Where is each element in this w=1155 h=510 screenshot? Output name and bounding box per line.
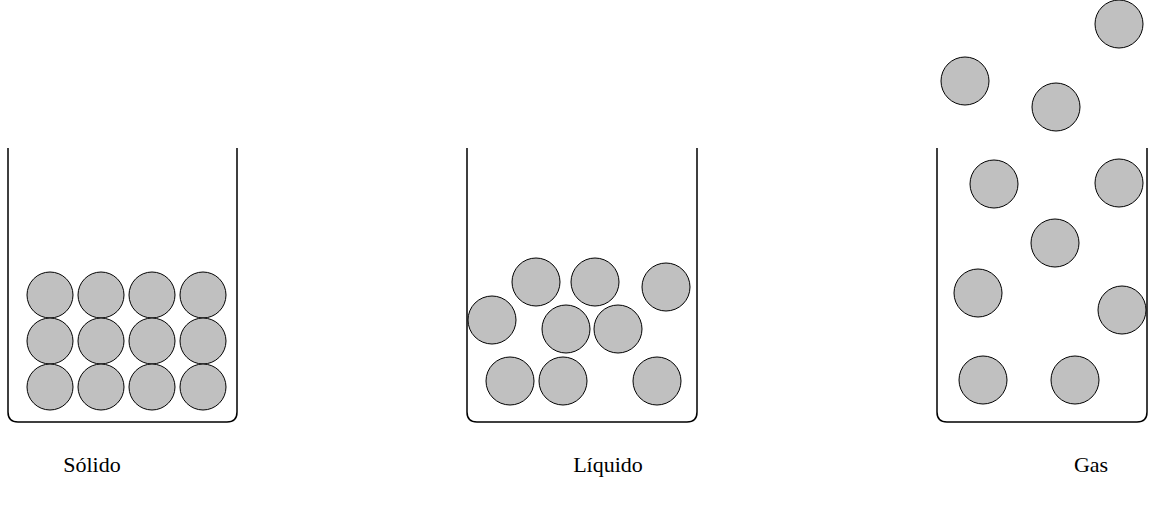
particle <box>486 357 534 405</box>
particle <box>542 305 590 353</box>
particle <box>941 57 989 105</box>
particle <box>633 357 681 405</box>
particle <box>27 318 73 364</box>
particle <box>1031 219 1079 267</box>
particle <box>954 269 1002 317</box>
particle <box>129 364 175 410</box>
particle <box>180 318 226 364</box>
particle <box>27 364 73 410</box>
particle <box>512 258 560 306</box>
particle <box>642 263 690 311</box>
particle <box>1095 0 1143 48</box>
particle <box>1051 356 1099 404</box>
state-label: Líquido <box>573 452 643 478</box>
state-label: Gas <box>1074 452 1108 478</box>
particle <box>571 258 619 306</box>
particle <box>78 272 124 318</box>
particle <box>129 272 175 318</box>
gas-beaker <box>937 148 1147 422</box>
particle <box>1095 159 1143 207</box>
particle <box>180 364 226 410</box>
state-label: Sólido <box>63 452 120 478</box>
particle <box>129 318 175 364</box>
particle <box>1032 83 1080 131</box>
particle <box>1098 286 1146 334</box>
particle <box>539 357 587 405</box>
particle <box>27 272 73 318</box>
particle <box>78 318 124 364</box>
particle <box>959 356 1007 404</box>
particle <box>594 305 642 353</box>
particle <box>78 364 124 410</box>
particle <box>180 272 226 318</box>
particle <box>970 160 1018 208</box>
solid-beaker <box>8 148 237 422</box>
particle <box>468 296 516 344</box>
liquid-beaker <box>467 148 697 422</box>
